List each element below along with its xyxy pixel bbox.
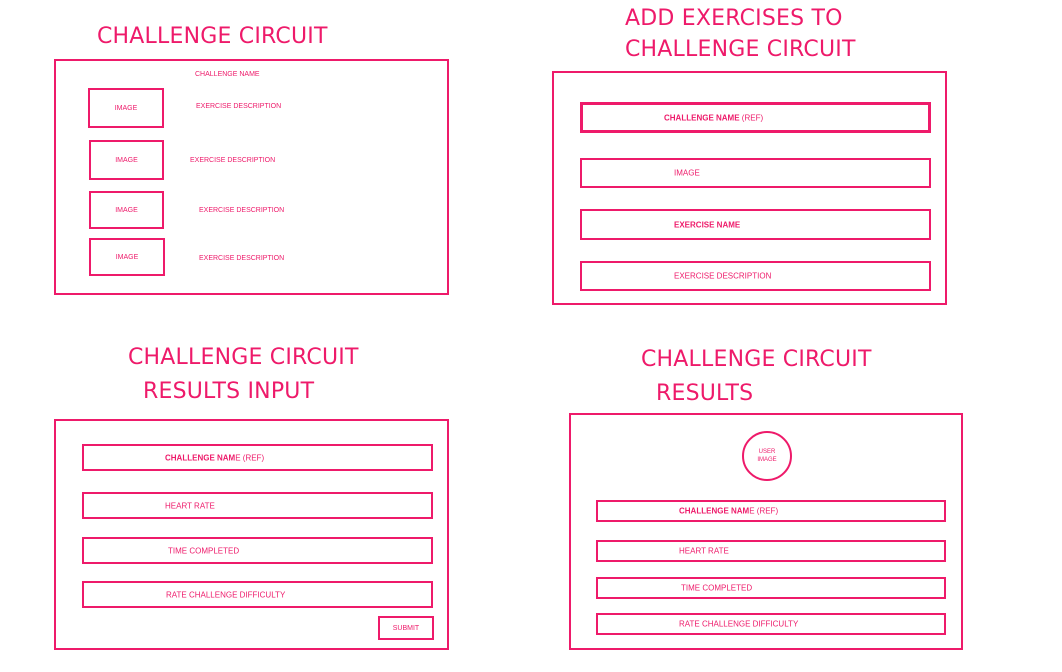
submit-button[interactable]: SUBMIT: [378, 616, 434, 640]
user-image-avatar: USER IMAGE: [742, 431, 792, 481]
results-time-completed-field: TIME COMPLETED: [596, 577, 946, 599]
heart-rate-input-label: HEART RATE: [165, 501, 215, 510]
screen3-title-line1: CHALLENGE CIRCUIT: [128, 345, 359, 370]
exercise-image-1-label: IMAGE: [114, 104, 138, 112]
results-rate-difficulty-label: RATE CHALLENGE DIFFICULTY: [679, 619, 799, 629]
challenge-name-ref-field[interactable]: CHALLENGE NAME (REF): [580, 102, 931, 133]
time-completed-input[interactable]: TIME COMPLETED: [82, 537, 433, 564]
results-heart-rate-label: HEART RATE: [679, 546, 729, 556]
rate-difficulty-input-label: RATE CHALLENGE DIFFICULTY: [166, 590, 286, 599]
challenge-name-ref-suffix: (REF): [739, 113, 764, 122]
exercise-image-3: IMAGE: [89, 191, 164, 229]
exercise-image-4-label: IMAGE: [115, 253, 139, 261]
exercise-name-field[interactable]: EXERCISE NAME: [580, 209, 931, 240]
results-time-completed-label: TIME COMPLETED: [681, 583, 753, 593]
results-frame: [569, 413, 963, 650]
screen2-title-line1: ADD EXERCISES TO: [625, 6, 843, 31]
exercise-image-3-label: IMAGE: [115, 206, 138, 214]
exercise-image-1: IMAGE: [88, 88, 164, 128]
image-field-label: IMAGE: [674, 168, 700, 178]
challenge-name-ref-bold: CHALLENGE NAME: [664, 113, 740, 122]
exercise-image-2-label: IMAGE: [115, 156, 138, 164]
screen4-title-line1: CHALLENGE CIRCUIT: [641, 347, 872, 372]
exercise-description-field-label: EXERCISE DESCRIPTION: [674, 271, 772, 281]
results-heart-rate-field: HEART RATE: [596, 540, 946, 562]
rate-difficulty-input[interactable]: RATE CHALLENGE DIFFICULTY: [82, 581, 433, 608]
results-input-challenge-name-field[interactable]: CHALLENGE NAME (REF): [82, 444, 433, 471]
screen3-title-line2: RESULTS INPUT: [143, 379, 315, 404]
image-field[interactable]: IMAGE: [580, 158, 931, 188]
results-input-challenge-name-suffix: E (REF): [235, 453, 265, 462]
results-challenge-name-field: CHALLENGE NAME (REF): [596, 500, 946, 522]
heart-rate-input[interactable]: HEART RATE: [82, 492, 433, 519]
results-input-frame: [54, 419, 449, 650]
results-challenge-name-suffix: E (REF): [749, 506, 779, 516]
exercise-description-field[interactable]: EXERCISE DESCRIPTION: [580, 261, 931, 291]
screen2-title-line2: CHALLENGE CIRCUIT: [625, 37, 856, 62]
exercise-image-2: IMAGE: [89, 140, 164, 180]
exercise-description-2: EXERCISE DESCRIPTION: [190, 157, 276, 164]
exercise-description-1: EXERCISE DESCRIPTION: [196, 103, 282, 110]
user-image-line2: IMAGE: [757, 457, 777, 463]
time-completed-input-label: TIME COMPLETED: [168, 546, 240, 555]
results-input-challenge-name-bold: CHALLENGE NAM: [165, 453, 236, 462]
exercise-image-4: IMAGE: [89, 238, 165, 276]
challenge-name-label: CHALLENGE NAME: [195, 71, 260, 78]
results-rate-difficulty-field: RATE CHALLENGE DIFFICULTY: [596, 613, 946, 635]
exercise-name-field-label: EXERCISE NAME: [674, 220, 741, 229]
results-challenge-name-bold: CHALLENGE NAM: [679, 506, 750, 516]
exercise-description-3: EXERCISE DESCRIPTION: [199, 207, 285, 214]
challenge-circuit-frame: [54, 59, 449, 295]
exercise-description-4: EXERCISE DESCRIPTION: [199, 255, 285, 262]
screen1-title: CHALLENGE CIRCUIT: [97, 24, 328, 49]
user-image-line1: USER: [758, 449, 776, 455]
add-exercises-frame: [552, 71, 947, 305]
screen4-title-line2: RESULTS: [656, 381, 754, 406]
